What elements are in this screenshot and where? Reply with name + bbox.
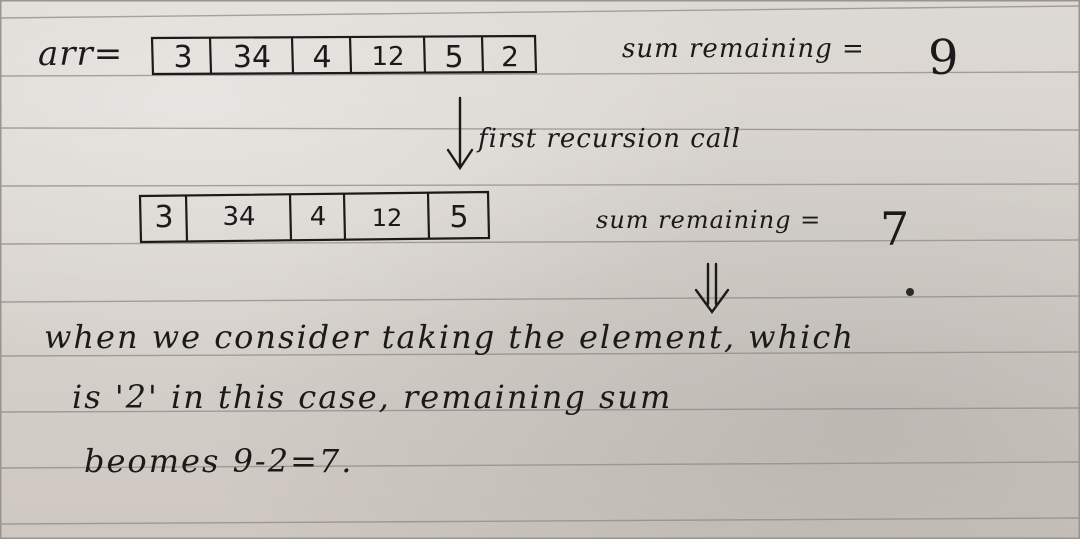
ink-dot: [906, 288, 914, 296]
sum-remaining-label-2: sum remaining =: [596, 206, 822, 234]
array-2-cell: 3: [154, 200, 174, 235]
recursion-caption: first recursion call: [478, 124, 741, 154]
array-1-cell: 4: [312, 40, 332, 75]
array-2-cell: 4: [309, 202, 327, 232]
array-2-cell: 34: [222, 202, 256, 232]
sum-remaining-value-2: 7: [880, 202, 911, 256]
sum-remaining-value-1: 9: [928, 30, 960, 86]
array-2-cell: 12: [371, 204, 403, 232]
array-1-cell: 34: [232, 40, 272, 75]
array-label: arr=: [38, 34, 124, 74]
array-1-cell: 2: [501, 40, 519, 73]
explanation-line-1: when we consider taking the element, whi…: [44, 318, 855, 356]
explanation-line-3: beomes 9-2=7.: [84, 442, 354, 480]
array-1-cell: 12: [371, 42, 405, 72]
sum-remaining-label-1: sum remaining =: [622, 34, 865, 64]
array-1-cell: 5: [444, 40, 464, 75]
array-1-cell: 3: [173, 40, 193, 75]
array-2-cell: 5: [449, 200, 469, 235]
explanation-line-2: is '2' in this case, remaining sum: [72, 378, 673, 416]
